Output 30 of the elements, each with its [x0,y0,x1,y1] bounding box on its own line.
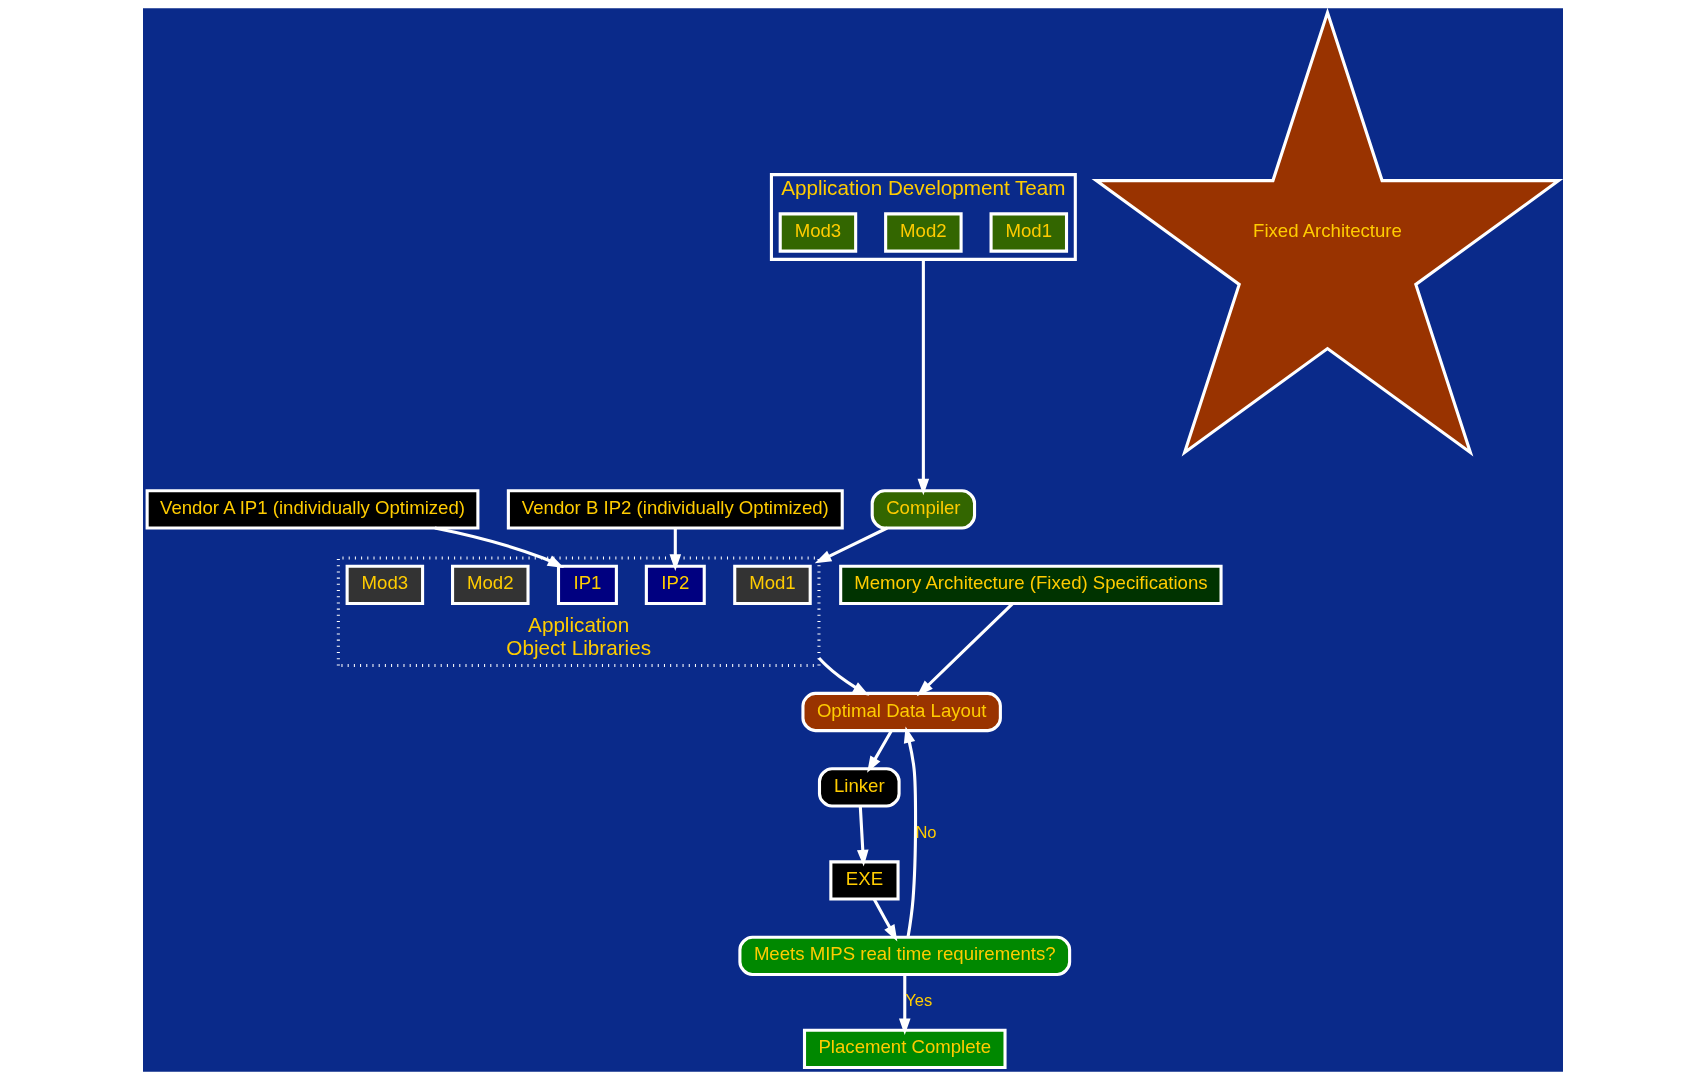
node-box: Placement Complete [802,1028,1007,1070]
edge-label: No [915,822,937,842]
node-box: IP2 [644,564,706,605]
arrow [898,974,911,1035]
arrow [903,726,918,938]
node-box: Mod1 [733,564,812,605]
node-box: Compiler [870,489,977,530]
node-box: Vendor B IP2 (individually Optimized) [506,489,844,530]
arrow [817,657,870,696]
arrow [669,528,682,571]
arrow [917,259,930,496]
arrow [867,730,893,773]
arrow [872,898,898,942]
node-box: Mod2 [451,564,530,605]
node-box: EXE [829,860,900,901]
node-box: Meets MIPS real time requirements? [738,935,1072,977]
node-box: Mod2 [884,212,963,253]
edge-label: Yes [905,991,933,1011]
arrow [857,806,869,867]
node-box: IP1 [556,564,618,605]
node-box: Mod1 [989,212,1069,253]
arrow [916,602,1014,697]
node-box: Vendor A IP1 (individually Optimized) [145,489,480,530]
node-box: Optimal Data Layout [801,691,1002,733]
node-box: Memory Architecture (Fixed) Specifications [839,564,1223,605]
node-box: Mod3 [778,212,858,253]
arrow [814,526,888,564]
arrow [434,526,565,569]
node-box: Mod3 [345,564,425,605]
node-box: Linker [817,767,901,808]
